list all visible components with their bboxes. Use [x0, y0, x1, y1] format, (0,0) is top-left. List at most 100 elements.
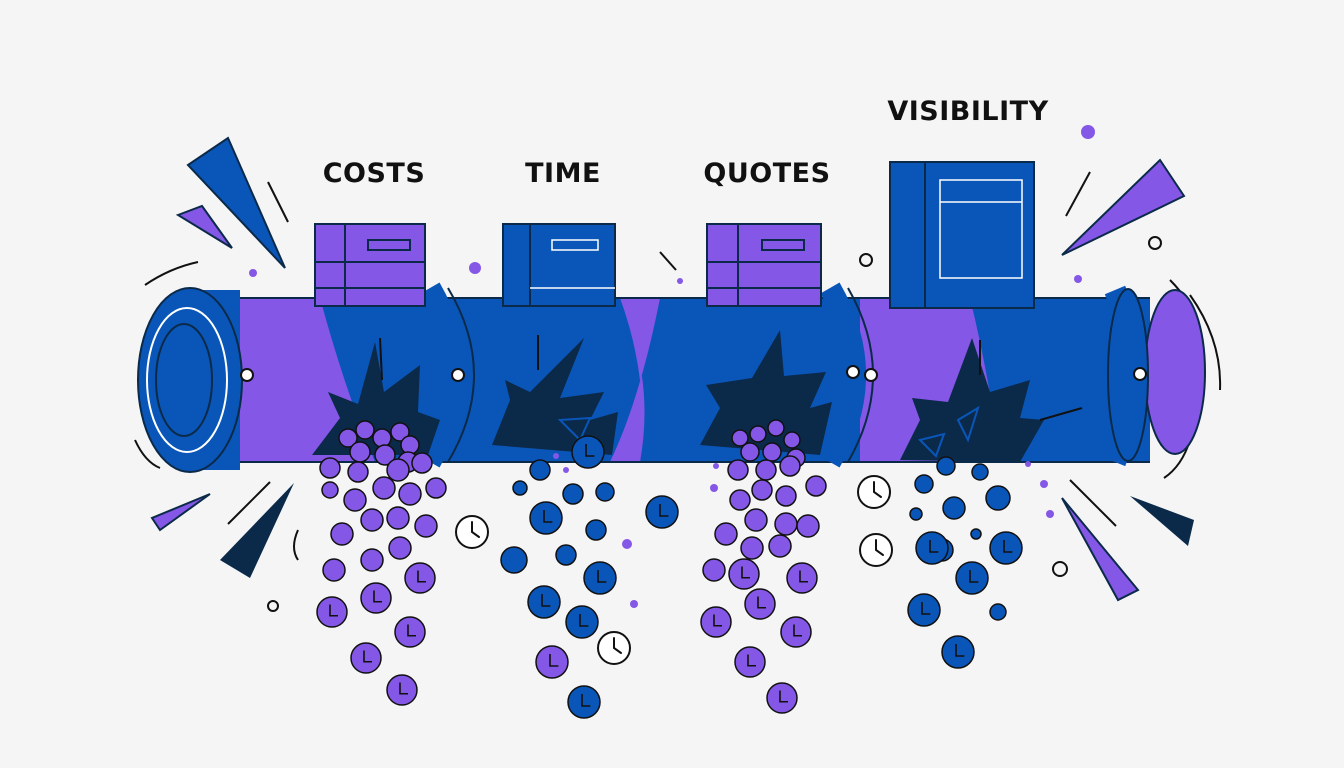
label-quotes: QUOTES — [703, 158, 831, 189]
coin-icon — [330, 522, 354, 546]
coin-icon — [398, 482, 422, 506]
clock-icon — [766, 682, 798, 714]
clock-icon — [455, 515, 489, 549]
clock-icon — [728, 558, 760, 590]
shard-icon — [186, 136, 286, 269]
coin-icon — [360, 548, 384, 572]
coin-icon — [338, 428, 358, 448]
coin-icon — [595, 482, 615, 502]
coin-icon — [372, 476, 396, 500]
coin-icon — [768, 534, 792, 558]
clock-icon — [535, 645, 569, 679]
clock-icon — [780, 616, 812, 648]
coin-icon — [767, 419, 785, 437]
coin-icon — [322, 558, 346, 582]
coin-icon — [909, 507, 923, 521]
coin-icon — [740, 536, 764, 560]
clock-icon — [527, 585, 561, 619]
coin-icon — [321, 481, 339, 499]
visibility-box — [889, 161, 1035, 309]
coin-icon — [425, 477, 447, 499]
clock-icon — [955, 561, 989, 595]
coin-icon — [349, 441, 371, 463]
coin-icon — [500, 546, 528, 574]
clock-icon — [744, 588, 776, 620]
coin-icon — [740, 442, 760, 462]
clock-icon — [386, 674, 418, 706]
label-costs: COSTS — [322, 158, 426, 189]
clock-icon — [645, 495, 679, 529]
coin-icon — [942, 496, 966, 520]
coin-icon — [374, 444, 396, 466]
package-box-icon — [502, 223, 616, 307]
clock-icon — [941, 635, 975, 669]
clock-icon — [907, 593, 941, 627]
clock-icon — [350, 642, 382, 674]
shard-icon — [175, 204, 233, 249]
coin-icon — [390, 422, 410, 442]
spilled-particles — [316, 419, 1054, 719]
pipe-opening-left — [137, 287, 254, 473]
clock-icon — [529, 501, 563, 535]
clock-icon — [857, 475, 891, 509]
clock-icon — [734, 646, 766, 678]
clock-icon — [700, 606, 732, 638]
package-box-icon — [314, 223, 426, 307]
clock-icon — [786, 562, 818, 594]
left-shards — [134, 136, 481, 612]
clock-icon — [567, 685, 601, 719]
shard-icon — [1061, 158, 1186, 256]
coin-icon — [729, 489, 751, 511]
coin-icon — [805, 475, 827, 497]
crack-burst-icon — [900, 338, 1044, 462]
costs-box — [314, 223, 426, 307]
coin-icon — [727, 459, 749, 481]
coin-icon — [512, 480, 528, 496]
coin-icon — [414, 514, 438, 538]
clock-icon — [597, 631, 631, 665]
coin-icon — [731, 429, 749, 447]
coin-icon — [529, 459, 551, 481]
coin-icon — [585, 519, 607, 541]
coin-icon — [762, 442, 782, 462]
clock-icon — [404, 562, 436, 594]
coin-icon — [755, 459, 777, 481]
coin-icon — [914, 474, 934, 494]
clock-icon — [571, 435, 605, 469]
coin-icon — [775, 485, 797, 507]
clock-icon — [360, 582, 392, 614]
coin-icon — [796, 514, 820, 538]
shard-icon — [1061, 497, 1140, 602]
clock-icon — [915, 531, 949, 565]
coin-icon — [783, 431, 801, 449]
coin-icon — [411, 452, 433, 474]
shard-icon — [220, 483, 294, 578]
clock-icon — [989, 531, 1023, 565]
coin-icon — [749, 425, 767, 443]
coin-icon — [360, 508, 384, 532]
pipe-end-right — [1107, 288, 1206, 462]
coin-icon — [386, 506, 410, 530]
coin-icon — [989, 603, 1007, 621]
time-box — [502, 223, 616, 307]
coin-icon — [714, 522, 738, 546]
coin-icon — [702, 558, 726, 582]
label-visibility: VISIBILITY — [887, 96, 1049, 127]
quotes-box — [706, 223, 822, 307]
coin-icon — [400, 435, 420, 455]
coin-icon — [970, 528, 982, 540]
coin-icon — [319, 457, 341, 479]
shard-icon — [1130, 496, 1194, 546]
coin-icon — [555, 544, 577, 566]
clock-icon — [859, 533, 893, 567]
coin-icon — [347, 461, 369, 483]
label-time: TIME — [525, 158, 601, 189]
coin-icon — [343, 488, 367, 512]
clock-icon — [565, 605, 599, 639]
coin-icon — [355, 420, 375, 440]
clock-icon — [583, 561, 617, 595]
clock-icon — [316, 596, 348, 628]
coin-icon — [774, 512, 798, 536]
